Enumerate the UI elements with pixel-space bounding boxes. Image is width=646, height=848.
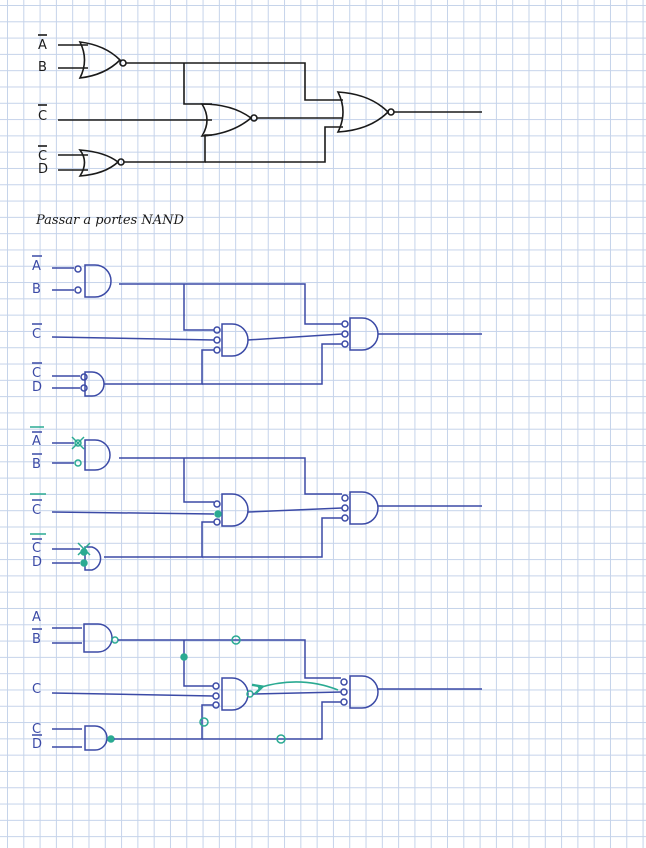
label-b: B	[32, 632, 41, 647]
nand-gate-3	[221, 677, 249, 711]
nand-gate-2-bubble-d	[80, 384, 88, 392]
label-d: D	[32, 737, 42, 752]
nand-gate-3-bubble-3	[213, 518, 221, 526]
label-d: D	[38, 162, 48, 177]
label-b: B	[32, 282, 41, 297]
circuit-original: A B C C D	[38, 34, 482, 177]
label-c: C	[32, 327, 41, 342]
label-c: C	[32, 682, 41, 697]
nand-gate-1	[84, 264, 112, 298]
nand-gate-3	[221, 493, 249, 527]
circuit-nand-2: A B C C D	[30, 426, 482, 571]
nand-gate-4-bubble-1	[341, 494, 349, 502]
label-c2: C	[38, 149, 47, 164]
nor-gate-4	[336, 91, 390, 133]
label-a: A	[32, 434, 41, 449]
green-arrow-icon	[258, 681, 339, 690]
nand-gate-1	[83, 623, 113, 653]
label-c: C	[38, 109, 47, 124]
nor-gate-2	[78, 149, 120, 177]
label-c: C	[32, 503, 41, 518]
nand-gate-4-bubble-3	[341, 340, 349, 348]
nand-gate-3-bubble-2	[213, 336, 221, 344]
nand-gate-3-bubble-1	[213, 500, 221, 508]
label-c2: C	[32, 722, 41, 737]
nand-gate-3-bubble-2	[212, 692, 220, 700]
nand-gate-1-bubble-b	[74, 459, 82, 467]
label-c2: C	[32, 366, 41, 381]
label-b: B	[38, 60, 47, 75]
nand-gate-1	[84, 439, 111, 471]
nand-gate-4-bubble-2	[341, 504, 349, 512]
nor-gate-1	[78, 41, 122, 79]
page-title: Passar a portes NAND	[35, 213, 184, 228]
green-dot	[276, 734, 286, 744]
label-d: D	[32, 555, 42, 570]
green-dot	[199, 717, 209, 727]
nand-gate-4	[349, 491, 379, 525]
nand-gate-3-bubble-3	[213, 346, 221, 354]
nand-gate-3-bubble-1	[212, 682, 220, 690]
nand-gate-3-bubble-2	[214, 510, 222, 518]
label-a: A	[32, 259, 41, 274]
green-dot	[231, 635, 241, 645]
nor-gate-1-bubble	[119, 59, 127, 67]
nand-gate-3-bubble-3	[212, 701, 220, 709]
nand-gate-2-bubble-out	[107, 735, 115, 743]
nand-gate-4-bubble-1	[341, 320, 349, 328]
nand-gate-4-bubble-3	[340, 698, 348, 706]
nand-gate-2	[84, 546, 102, 571]
nand-gate-1-bubble-a	[74, 439, 82, 447]
cross-mark-icon	[71, 436, 85, 450]
nand-gate-2	[84, 725, 108, 751]
nand-gate-1-bubble-out	[111, 636, 119, 644]
green-dot	[180, 653, 188, 661]
label-a: A	[32, 610, 41, 625]
nand-gate-2-bubble-d	[80, 559, 88, 567]
nand-gate-4-bubble-3	[341, 514, 349, 522]
label-d: D	[32, 380, 42, 395]
nand-gate-4-bubble-1	[340, 678, 348, 686]
nand-gate-4-bubble-2	[341, 330, 349, 338]
nand-gate-4	[349, 675, 379, 709]
nand-gate-2	[84, 371, 105, 397]
nand-gate-2-bubble-c	[80, 373, 88, 381]
nand-gate-1-bubble-b	[74, 286, 82, 294]
circuit-nand-final: A B C C D	[32, 610, 482, 752]
nand-gate-4	[349, 317, 379, 351]
nand-gate-3-bubble-1	[213, 326, 221, 334]
label-a: A	[38, 38, 47, 53]
circuit-nand-1: A B C C D	[32, 255, 482, 397]
nand-gate-3	[221, 323, 249, 357]
label-c2: C	[32, 541, 41, 556]
nand-gate-1-bubble-a	[74, 265, 82, 273]
cross-mark-icon	[77, 542, 91, 556]
label-b: B	[32, 457, 41, 472]
nand-gate-4-bubble-2	[340, 688, 348, 696]
